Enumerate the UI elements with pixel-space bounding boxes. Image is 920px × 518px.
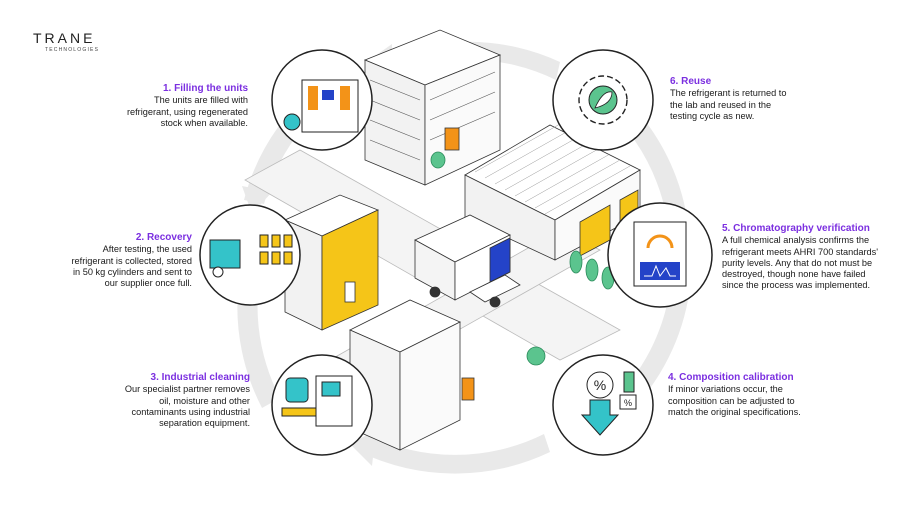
step-3-description: Our specialist partner removes oil, mois… bbox=[124, 384, 250, 429]
step-6-description: The refrigerant is returned to the lab a… bbox=[670, 88, 787, 121]
reuse-gear-leaf-icon bbox=[552, 49, 654, 151]
step-6-reuse: 6. Reuse The refrigerant is returned to … bbox=[670, 76, 840, 122]
step-3-industrial-cleaning: 3. Industrial cleaning Our specialist pa… bbox=[98, 372, 250, 429]
step-4-title: 4. Composition calibration bbox=[668, 372, 794, 383]
step-1-description: The units are filled with refrigerant, u… bbox=[126, 95, 248, 128]
brand-logo: TRANE TECHNOLOGIES bbox=[33, 30, 99, 53]
percent-badge-large: % bbox=[594, 377, 606, 393]
industrial-cleaning-icon bbox=[271, 354, 373, 456]
step-4-description: If minor variations occur, the compositi… bbox=[668, 384, 801, 417]
step-2-recovery: 2. Recovery After testing, the used refr… bbox=[40, 232, 192, 289]
step-1-filling: 1. Filling the units The units are fille… bbox=[100, 83, 248, 129]
step-4-composition-calibration: 4. Composition calibration If minor vari… bbox=[668, 372, 858, 418]
step-2-description: After testing, the used refrigerant is c… bbox=[71, 244, 192, 289]
percent-calibration-icon: % % bbox=[552, 354, 654, 456]
filling-units-icon bbox=[271, 49, 373, 151]
chromatography-icon bbox=[607, 202, 713, 308]
brand-name: TRANE bbox=[33, 30, 96, 46]
step-5-description: A full chemical analysis confirms the re… bbox=[722, 235, 878, 291]
step-5-chromatography: 5. Chromatography verification A full ch… bbox=[722, 223, 918, 292]
step-2-title: 2. Recovery bbox=[135, 232, 192, 243]
step-3-title: 3. Industrial cleaning bbox=[150, 372, 250, 383]
step-5-title: 5. Chromatography verification bbox=[722, 223, 870, 234]
step-6-title: 6. Reuse bbox=[670, 76, 712, 87]
percent-badge-small: % bbox=[624, 398, 632, 408]
brand-subtitle: TECHNOLOGIES bbox=[45, 47, 100, 53]
step-1-title: 1. Filling the units bbox=[163, 83, 248, 94]
recovery-truck-icon bbox=[199, 204, 301, 306]
